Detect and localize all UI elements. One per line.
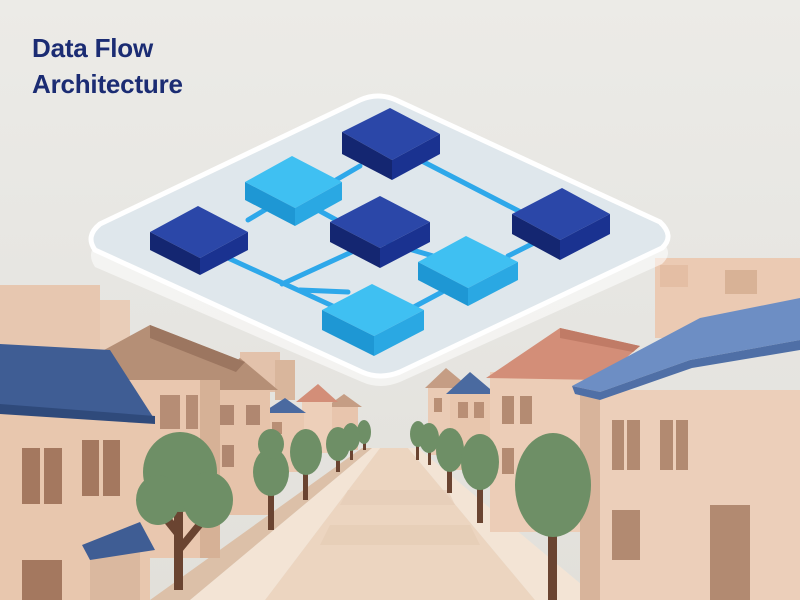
node-block-light bbox=[245, 156, 342, 226]
page-title: Data Flow Architecture bbox=[32, 30, 183, 102]
title-line-1: Data Flow bbox=[32, 33, 153, 63]
tree-icon bbox=[326, 427, 350, 472]
tree-icon bbox=[253, 429, 289, 530]
node-block-dark bbox=[330, 196, 430, 268]
tree-icon bbox=[357, 420, 371, 450]
node-block-dark bbox=[150, 206, 248, 275]
tree-icon bbox=[461, 434, 499, 523]
tree-icon bbox=[136, 432, 233, 590]
tree-icon bbox=[436, 428, 464, 493]
tree-icon bbox=[515, 433, 591, 600]
link-line bbox=[225, 255, 353, 317]
link-line bbox=[297, 287, 351, 295]
link-line bbox=[409, 289, 445, 311]
data-flow-diagram bbox=[88, 93, 671, 386]
right-houses bbox=[425, 298, 800, 600]
node-block-light bbox=[418, 236, 518, 306]
link-line bbox=[279, 247, 359, 287]
street-trees bbox=[136, 420, 591, 600]
tree-icon bbox=[419, 423, 439, 465]
node-block-light bbox=[322, 284, 424, 356]
link-line bbox=[333, 163, 363, 183]
tree-icon bbox=[290, 429, 322, 500]
node-block-dark bbox=[512, 188, 610, 260]
node-block-dark bbox=[342, 108, 440, 180]
title-line-2: Architecture bbox=[32, 69, 183, 99]
